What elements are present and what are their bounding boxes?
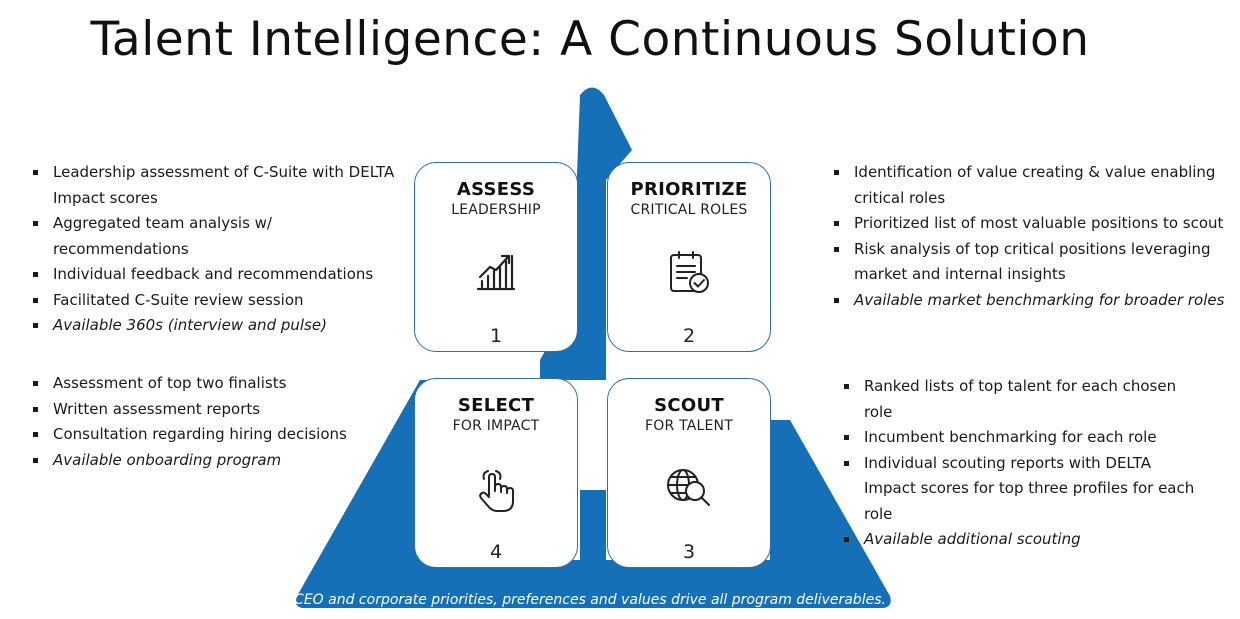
card-number: 3 <box>682 541 696 563</box>
list-item: Incumbent benchmarking for each role <box>842 425 1202 451</box>
prioritize-list: Identification of value creating & value… <box>832 160 1227 313</box>
card-prioritize: PRIORITIZE CRITICAL ROLES 2 <box>607 162 771 352</box>
list-item: Individual feedback and recommendations <box>31 262 406 288</box>
list-item: Ranked lists of top talent for each chos… <box>842 374 1202 425</box>
globe-search-icon <box>667 469 710 506</box>
list-item: Available onboarding program <box>31 448 406 474</box>
card-subheading: CRITICAL ROLES <box>630 202 748 218</box>
scout-list: Ranked lists of top talent for each chos… <box>842 374 1202 553</box>
hand-pointer-icon <box>479 470 514 512</box>
card-subheading: FOR IMPACT <box>452 418 540 434</box>
list-item: Risk analysis of top critical positions … <box>832 237 1227 288</box>
list-item: Leadership assessment of C-Suite with DE… <box>31 160 406 211</box>
list-item: Available market benchmarking for broade… <box>832 288 1227 314</box>
card-heading: SCOUT <box>654 395 724 416</box>
card-assess: ASSESS LEADERSHIP 1 <box>414 162 578 352</box>
card-number: 4 <box>489 541 503 563</box>
card-scout: SCOUT FOR TALENT 3 <box>607 378 771 568</box>
card-heading: PRIORITIZE <box>630 179 748 200</box>
page-title: Talent Intelligence: A Continuous Soluti… <box>90 12 1090 67</box>
card-number: 2 <box>682 325 696 347</box>
card-subheading: LEADERSHIP <box>451 202 541 218</box>
list-item: Consultation regarding hiring decisions <box>31 422 406 448</box>
list-item: Individual scouting reports with DELTA I… <box>842 451 1202 528</box>
list-item: Aggregated team analysis w/ recommendati… <box>31 211 406 262</box>
footer-caption: CEO and corporate priorities, preference… <box>294 592 886 608</box>
list-item: Assessment of top two finalists <box>31 371 406 397</box>
select-list: Assessment of top two finalists Written … <box>31 371 406 473</box>
assess-list: Leadership assessment of C-Suite with DE… <box>31 160 406 339</box>
card-select: SELECT FOR IMPACT 4 <box>414 378 578 568</box>
card-number: 1 <box>489 325 503 347</box>
list-item: Written assessment reports <box>31 397 406 423</box>
card-subheading: FOR TALENT <box>645 418 733 434</box>
list-item: Facilitated C-Suite review session <box>31 288 406 314</box>
bar-chart-icon <box>476 254 516 291</box>
clipboard-check-icon <box>670 251 709 293</box>
list-item: Available 360s (interview and pulse) <box>31 313 406 339</box>
list-item: Identification of value creating & value… <box>832 160 1227 211</box>
list-item: Available additional scouting <box>842 527 1202 553</box>
card-heading: ASSESS <box>456 179 536 200</box>
card-heading: SELECT <box>457 395 535 416</box>
list-item: Prioritized list of most valuable positi… <box>832 211 1227 237</box>
